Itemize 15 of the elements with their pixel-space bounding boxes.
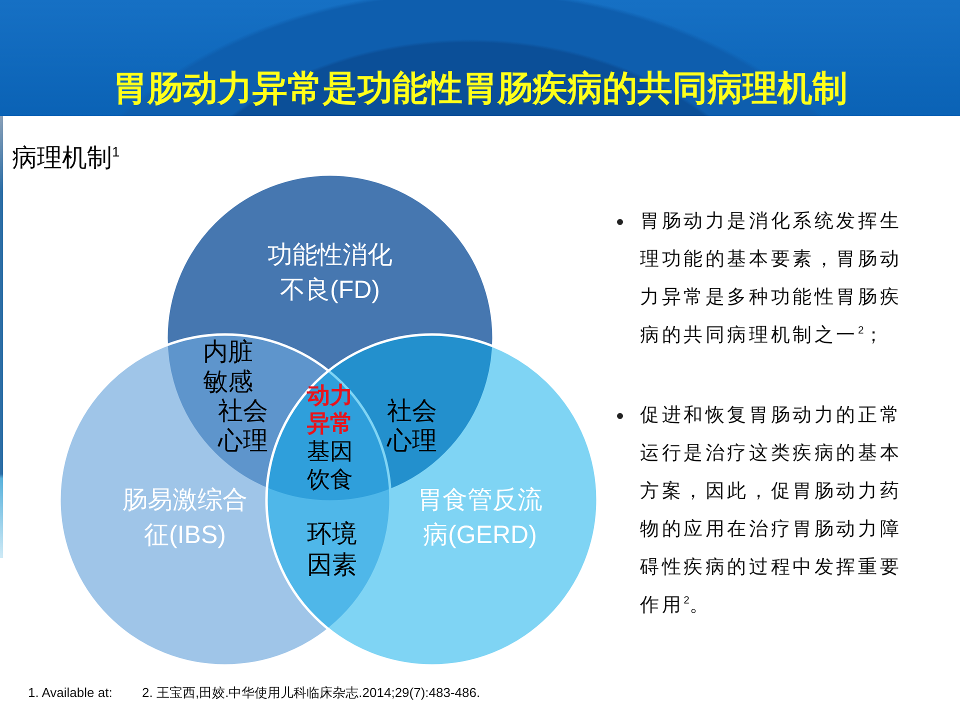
region-label: 社会心理 xyxy=(387,396,438,456)
circle-label: 功能性消化不良(FD) xyxy=(266,240,394,306)
slide-title: 胃肠动力异常是功能性胃肠疾病的共同病理机制 xyxy=(112,68,848,110)
footnote: 1. Available at: xyxy=(28,685,112,701)
bullet-text: 胃肠动力是消化系统发挥生理功能的基本要素，胃肠动力异常是多种功能性胃肠疾病的共同病理机制之一$^{2}$； xyxy=(640,210,903,348)
region-label: 动力异常 xyxy=(307,381,354,437)
footnote: 2. 王宝西,田姣.中华使用儿科临床杂志.2014;29(7):483-486. xyxy=(142,685,480,701)
section-heading: 病理机制$^{1}$ xyxy=(12,143,120,173)
region-label: 基因饮食 xyxy=(307,437,354,493)
circle-label: 胃食管反流病(GERD) xyxy=(416,485,544,551)
region-label: 内脏敏感 xyxy=(203,337,254,397)
circle-label: 肠易激综合征(IBS) xyxy=(122,485,248,551)
region-label: 环境因素 xyxy=(307,519,358,581)
region-label: 社会心理 xyxy=(218,396,269,456)
bullet-text: 促进和恢复胃肠动力的正常运行是治疗这类疾病的基本方案，因此，促胃肠动力药物的应用在治疗胃肠动力障碍性疾病的过程中发挥重要作用$^{2}$。 xyxy=(640,404,903,618)
